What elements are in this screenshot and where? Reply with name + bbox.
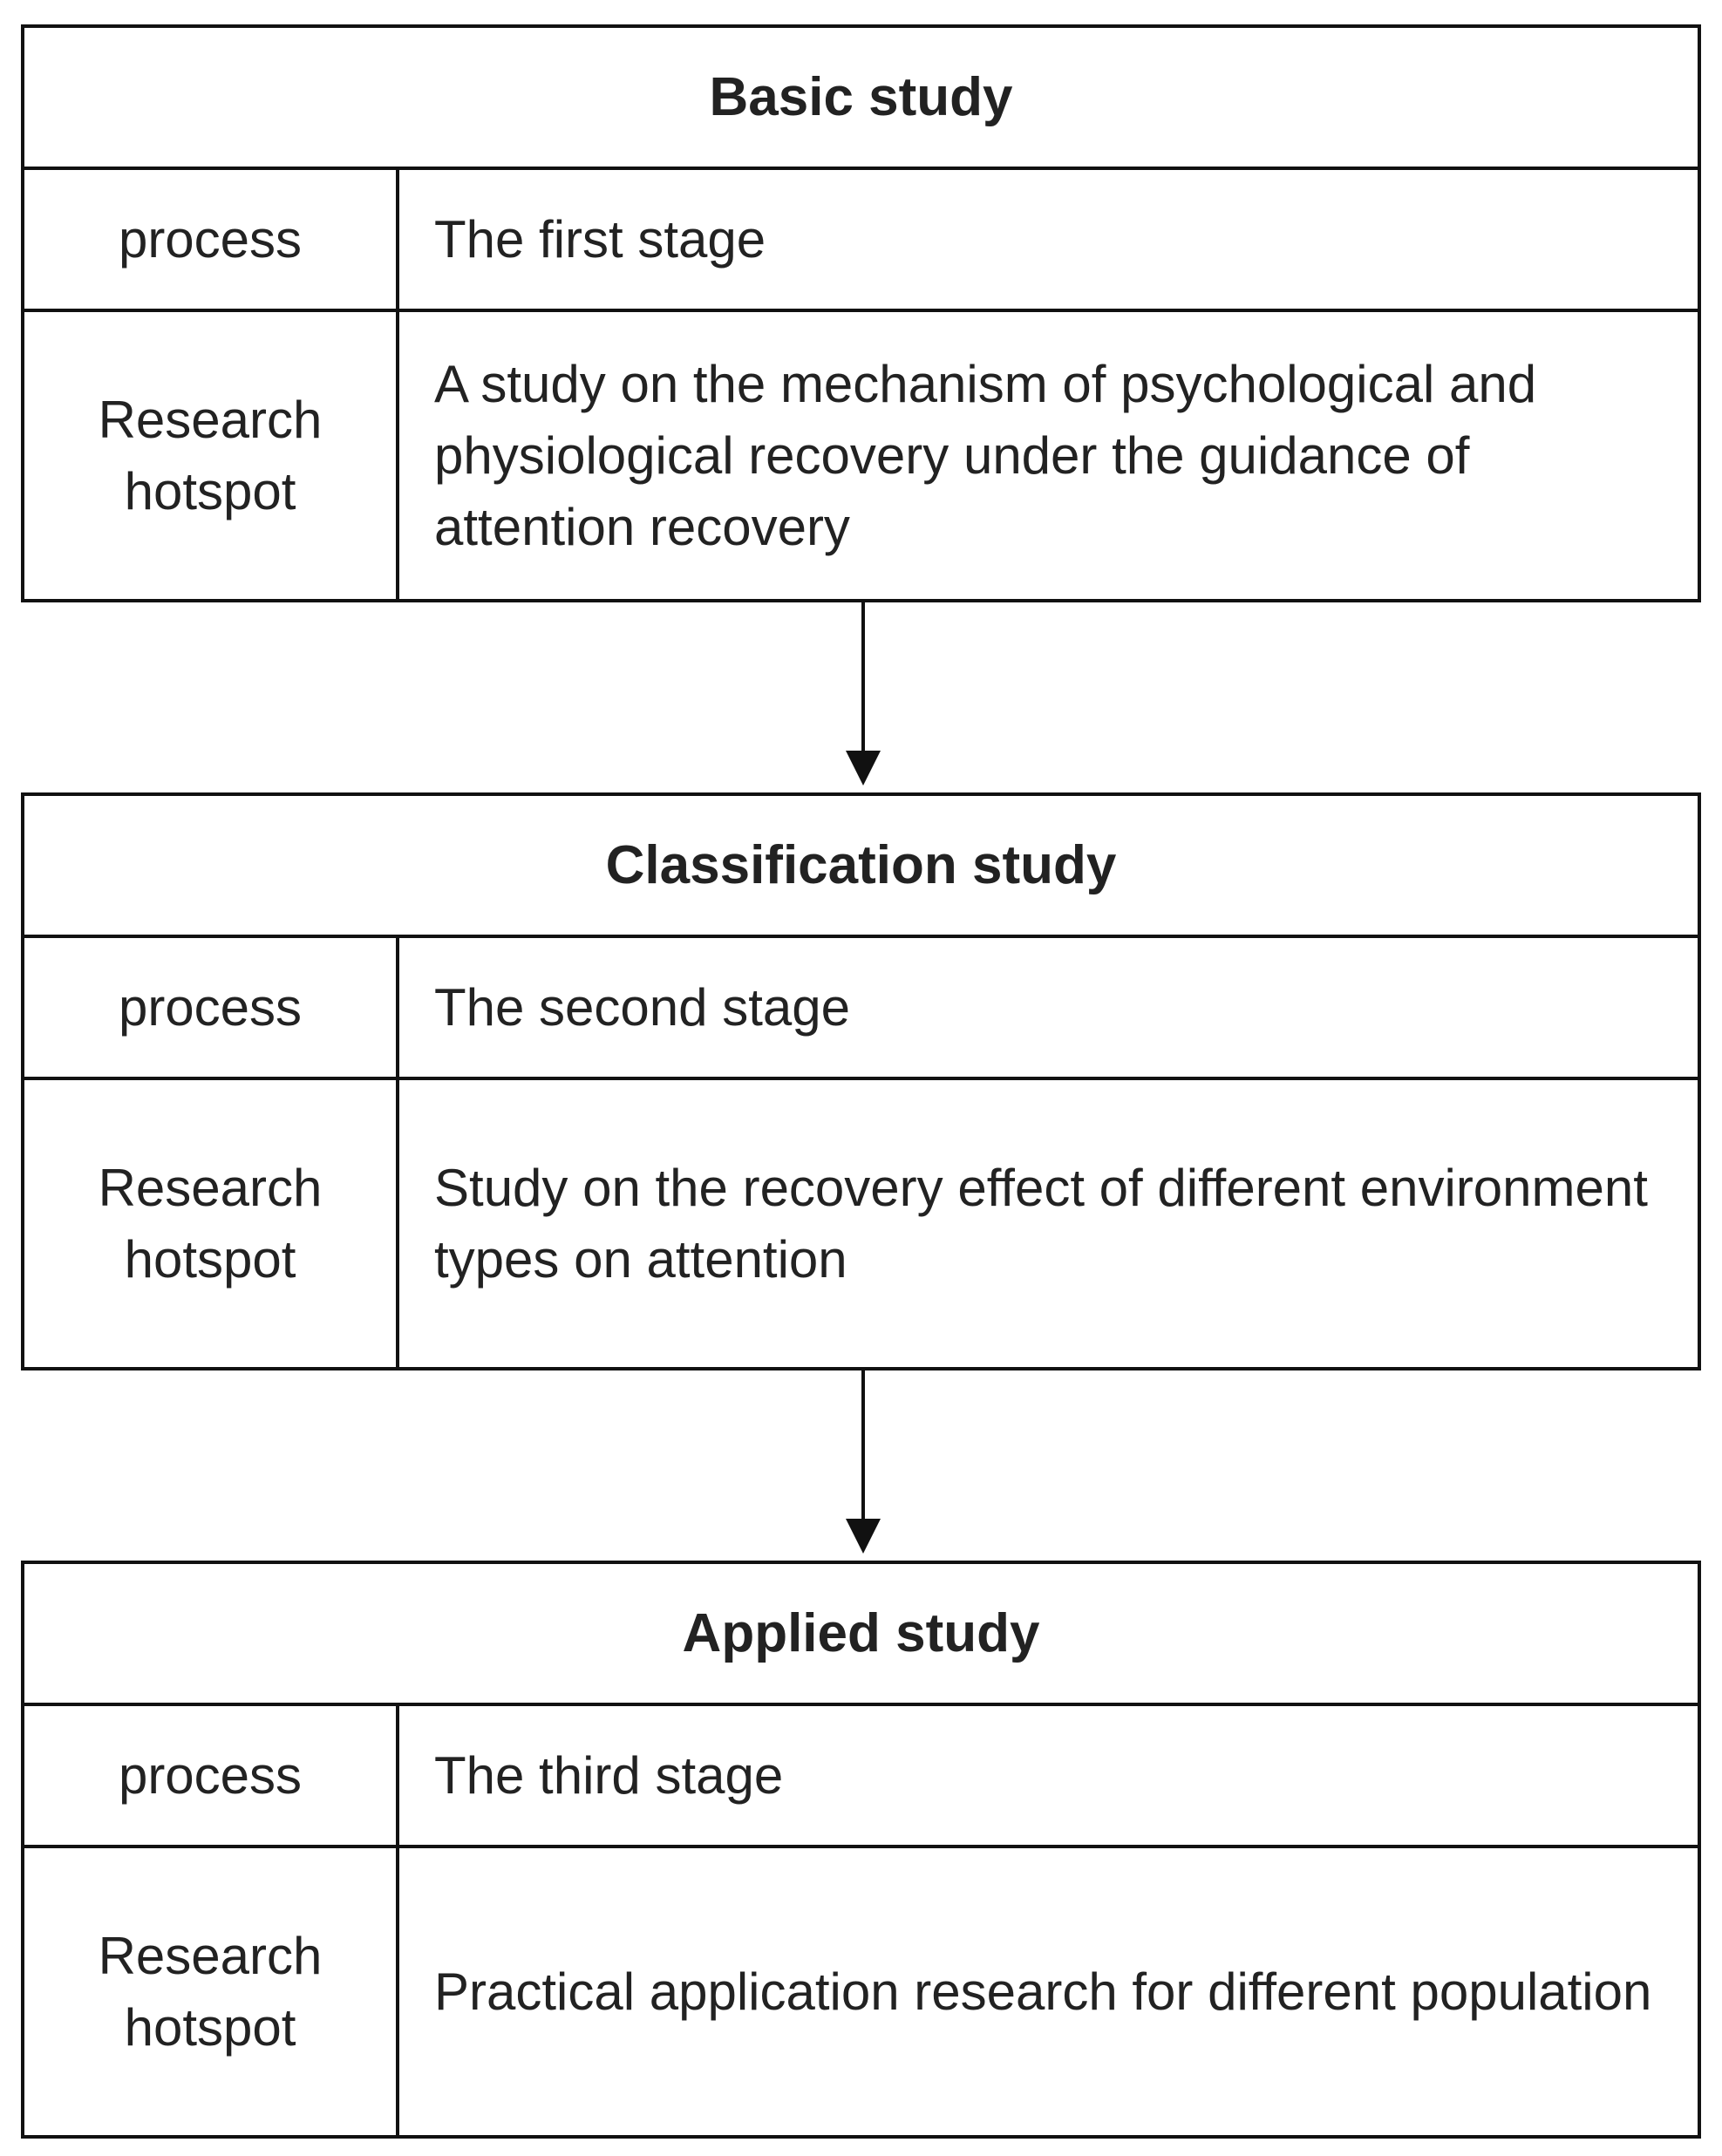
- process-label: process: [24, 170, 399, 312]
- hotspot-value: Practical application research for diffe…: [434, 1962, 1652, 2021]
- hotspot-label-cell: Research hotspot: [24, 1848, 399, 2135]
- hotspot-value: Study on the recovery effect of differen…: [434, 1158, 1648, 1289]
- stage-title: Basic study: [24, 28, 1698, 170]
- process-value: The third stage: [399, 1706, 1698, 1848]
- hotspot-label: Research hotspot: [98, 1926, 323, 2057]
- hotspot-label: Research hotspot: [98, 1158, 323, 1289]
- stage-table-applied: Applied study process The third stage Re…: [21, 1561, 1701, 2139]
- hotspot-label-cell: Research hotspot: [24, 312, 399, 599]
- stage-table-basic: Basic study process The first stage Rese…: [21, 24, 1701, 602]
- stage-table-classification: Classification study process The second …: [21, 792, 1701, 1370]
- flow-arrow-2: [846, 1369, 881, 1554]
- flow-arrow-1: [846, 601, 881, 786]
- stage-title: Applied study: [24, 1564, 1698, 1706]
- process-value: The first stage: [399, 170, 1698, 312]
- hotspot-label: Research hotspot: [98, 390, 323, 520]
- process-label: process: [24, 1706, 399, 1848]
- process-label: process: [24, 938, 399, 1080]
- stage-title: Classification study: [24, 796, 1698, 938]
- hotspot-label-cell: Research hotspot: [24, 1080, 399, 1367]
- process-value: The second stage: [399, 938, 1698, 1080]
- hotspot-value: A study on the mechanism of psychologica…: [434, 354, 1537, 556]
